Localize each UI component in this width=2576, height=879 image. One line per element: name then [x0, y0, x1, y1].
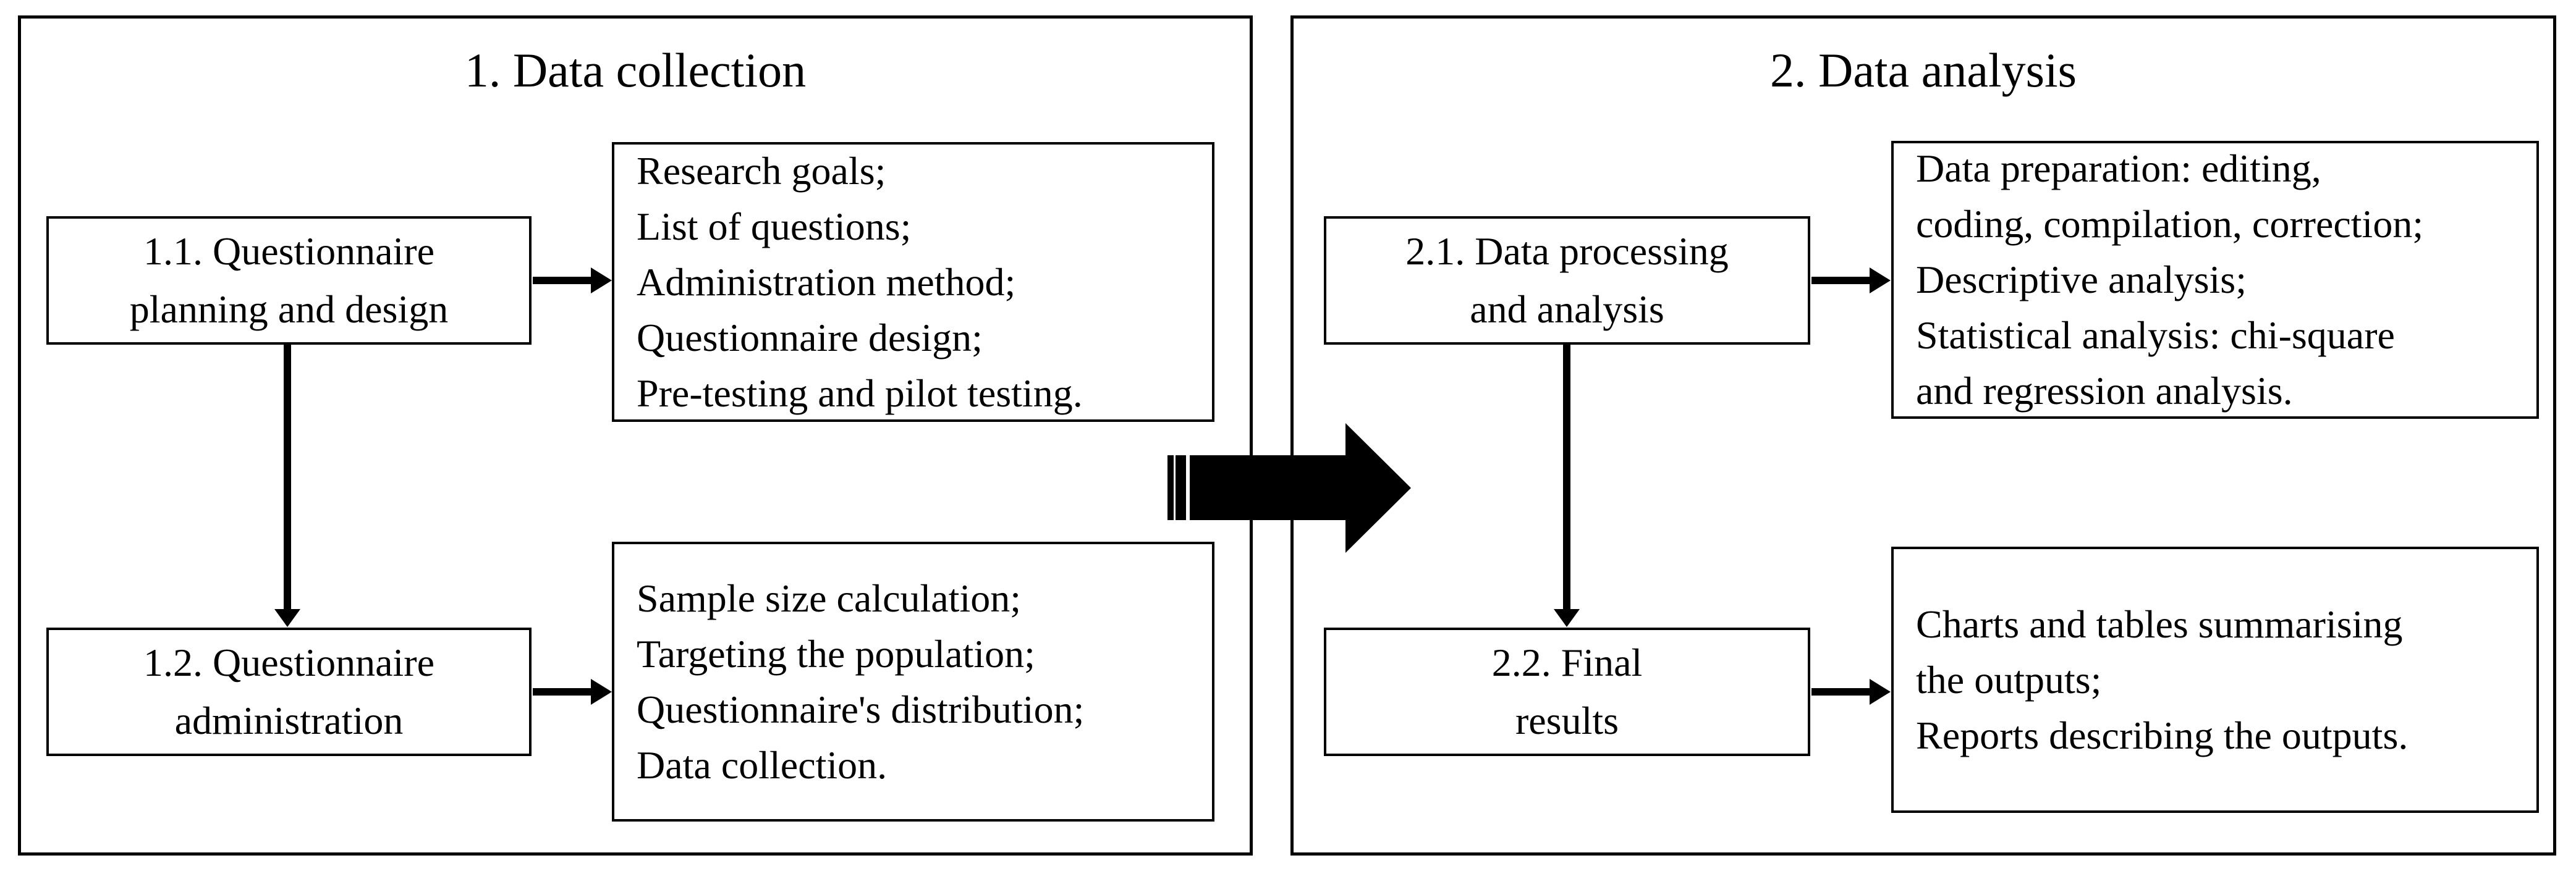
- box-final-results-details: Charts and tables summarising the output…: [1891, 547, 2539, 813]
- detail-line: Pre-testing and pilot testing.: [637, 371, 1083, 415]
- box-data-processing: 2.1. Data processing and analysis: [1324, 216, 1810, 345]
- detail-line: Charts and tables summarising: [1916, 602, 2403, 646]
- box-questionnaire-administration-line-2: administration: [174, 699, 404, 742]
- box-questionnaire-administration-line-1: 1.2. Questionnaire: [143, 641, 434, 684]
- detail-line: Administration method;: [637, 259, 1016, 304]
- detail-line: and regression analysis.: [1916, 369, 2293, 413]
- detail-line: Research goals;: [637, 148, 886, 193]
- box-data-processing-line-2: and analysis: [1470, 287, 1664, 331]
- box-data-processing-details: Data preparation: editing, coding, compi…: [1891, 141, 2539, 419]
- detail-line: coding, compilation, correction;: [1916, 202, 2424, 246]
- detail-line: Questionnaire's distribution;: [637, 687, 1085, 731]
- box-questionnaire-administration: 1.2. Questionnaire administration: [46, 628, 532, 756]
- detail-line: Reports describing the outputs.: [1916, 713, 2409, 757]
- detail-line: Sample size calculation;: [637, 576, 1021, 620]
- box-questionnaire-planning-details: Research goals; List of questions; Admin…: [612, 142, 1214, 422]
- box-final-results-line-1: 2.2. Final: [1491, 641, 1643, 684]
- detail-line: Data preparation: editing,: [1916, 146, 2321, 190]
- detail-line: Statistical analysis: chi-square: [1916, 313, 2395, 357]
- panel-data-analysis-title: 2. Data analysis: [1769, 43, 2077, 97]
- detail-line: Targeting the population;: [637, 631, 1035, 676]
- box-final-results-line-2: results: [1515, 699, 1619, 742]
- box-questionnaire-planning: 1.1. Questionnaire planning and design: [46, 216, 532, 345]
- detail-line: Descriptive analysis;: [1916, 258, 2247, 301]
- box-data-processing-line-1: 2.1. Data processing: [1405, 229, 1729, 273]
- box-questionnaire-planning-line-2: planning and design: [129, 287, 449, 331]
- box-questionnaire-planning-line-1: 1.1. Questionnaire: [143, 229, 434, 273]
- box-questionnaire-administration-details: Sample size calculation; Targeting the p…: [612, 542, 1214, 822]
- detail-line: Data collection.: [637, 742, 888, 787]
- detail-line: the outputs;: [1916, 657, 2102, 702]
- detail-line: List of questions;: [637, 204, 912, 248]
- box-final-results: 2.2. Final results: [1324, 628, 1810, 756]
- detail-line: Questionnaire design;: [637, 315, 983, 360]
- panel-data-collection-title: 1. Data collection: [464, 43, 807, 97]
